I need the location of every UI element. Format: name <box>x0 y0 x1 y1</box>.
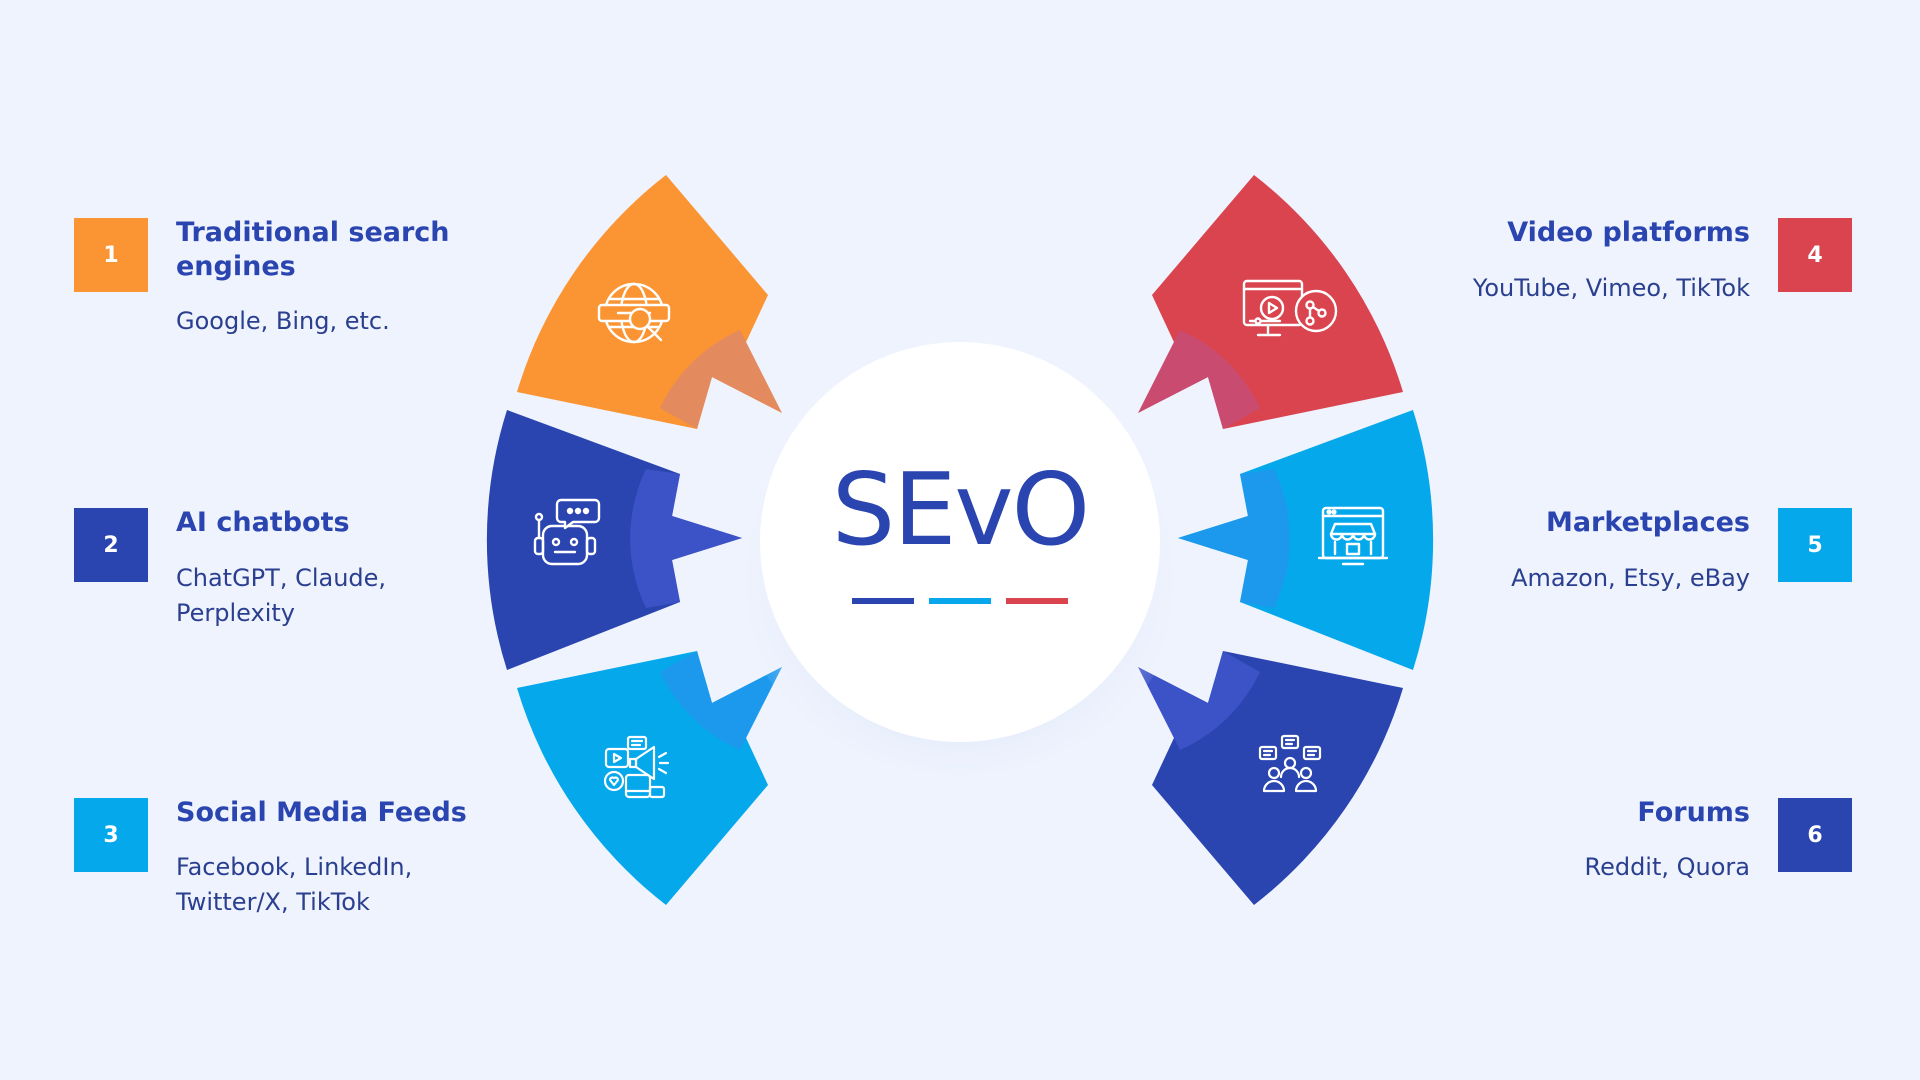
number-badge-3: 3 <box>74 798 148 872</box>
item-description-4: YouTube, Vimeo, TikTok <box>1472 274 1750 302</box>
number-badge-4: 4 <box>1778 218 1852 292</box>
online-store-icon <box>1317 506 1389 566</box>
hub-title: SEvO <box>831 451 1091 568</box>
petal-1 <box>517 175 782 429</box>
petal-1-inner-shade <box>660 330 782 429</box>
petal-6 <box>1138 651 1403 905</box>
petal-5 <box>1178 410 1434 670</box>
item-title-2: AI chatbots <box>176 507 350 538</box>
item-title-4: Video platforms <box>1507 217 1750 248</box>
item-description-6: Reddit, Quora <box>1584 853 1750 881</box>
petal-4 <box>1138 175 1403 429</box>
number-badge-2: 2 <box>74 508 148 582</box>
item-description-5: Amazon, Etsy, eBay <box>1511 564 1750 592</box>
hub-dash-1 <box>852 598 914 604</box>
item-title-5: Marketplaces <box>1545 507 1750 538</box>
petal-3-inner-shade <box>660 651 782 750</box>
robot-chat-icon <box>533 498 601 566</box>
item-title-1: Traditional search engines <box>176 217 450 282</box>
hub-dash-3 <box>1006 598 1068 604</box>
item-description-2: ChatGPT, Claude, Perplexity <box>176 564 387 627</box>
globe-search-icon <box>597 282 671 344</box>
number-badge-6: 6 <box>1778 798 1852 872</box>
petal-5-inner-shade <box>1178 469 1290 608</box>
petal-2-inner-shade <box>630 469 742 608</box>
community-discussion-icon <box>1258 734 1322 793</box>
item-description-3: Facebook, LinkedIn, Twitter/X, TikTok <box>176 853 413 916</box>
item-title-6: Forums <box>1637 797 1750 828</box>
item-description-1: Google, Bing, etc. <box>176 307 390 335</box>
petal-4-inner-shade <box>1138 330 1260 429</box>
hub-circle <box>760 342 1160 742</box>
petal-2 <box>486 410 742 670</box>
number-badge-5: 5 <box>1778 508 1852 582</box>
hub-dash-2 <box>929 598 991 604</box>
video-screen-share-icon <box>1242 279 1338 337</box>
social-media-megaphone-icon <box>603 735 670 799</box>
petal-6-inner-shade <box>1138 651 1260 750</box>
number-badge-1: 1 <box>74 218 148 292</box>
item-title-3: Social Media Feeds <box>176 797 467 828</box>
